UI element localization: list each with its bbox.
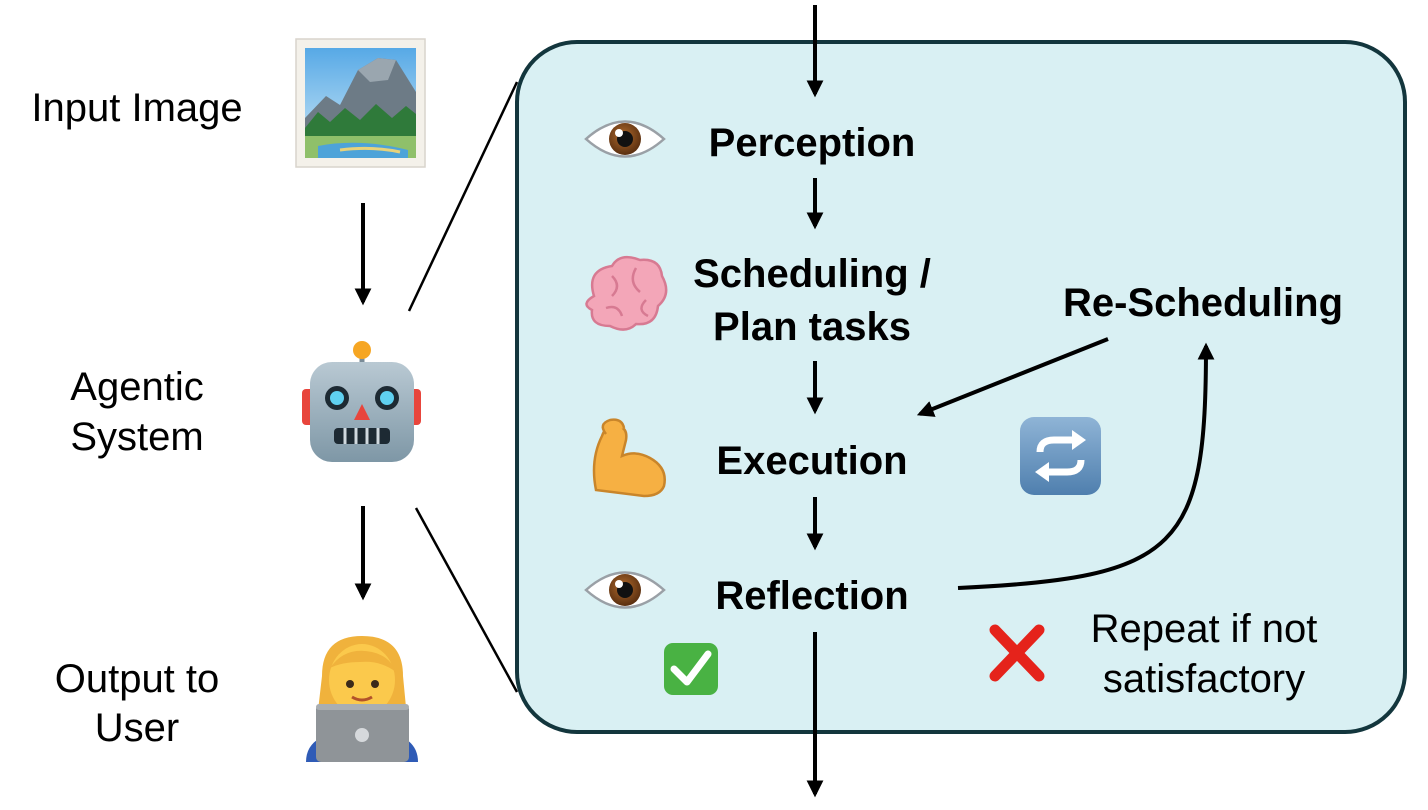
agentic-system-label-line1: Agentic [70, 365, 203, 409]
output-label-line1: Output to [55, 657, 220, 701]
person-with-laptop-icon [306, 636, 418, 762]
cross-mark-icon [989, 624, 1045, 682]
zoom-line-bottom [414, 507, 519, 693]
arrow-reflection-to-rescheduling [957, 342, 1215, 590]
arrow-rescheduling-to-execution [916, 337, 1109, 417]
scheduling-label-line1: Scheduling / [693, 252, 931, 296]
check-mark-icon [664, 643, 718, 695]
scheduling-label-line2: Plan tasks [713, 305, 911, 349]
rescheduling-label: Re-Scheduling [1063, 281, 1343, 325]
perception-label: Perception [709, 121, 916, 165]
repeat-arrows-icon [1020, 417, 1101, 495]
output-label-line2: User [95, 706, 179, 750]
landscape-picture-icon [295, 38, 426, 168]
input-image-label: Input Image [31, 86, 242, 130]
repeat-label-line2: satisfactory [1103, 657, 1305, 701]
execution-label: Execution [716, 439, 907, 483]
repeat-label-line1: Repeat if not [1091, 607, 1318, 651]
eye-icon [584, 571, 666, 609]
robot-icon [302, 341, 421, 462]
zoom-line-top [407, 81, 519, 312]
reflection-label: Reflection [715, 574, 908, 618]
loop-panel [515, 40, 1407, 734]
brain-icon [585, 255, 668, 331]
eye-icon [584, 120, 666, 158]
flexed-biceps-icon [592, 418, 666, 498]
agentic-system-label-line2: System [70, 415, 203, 459]
